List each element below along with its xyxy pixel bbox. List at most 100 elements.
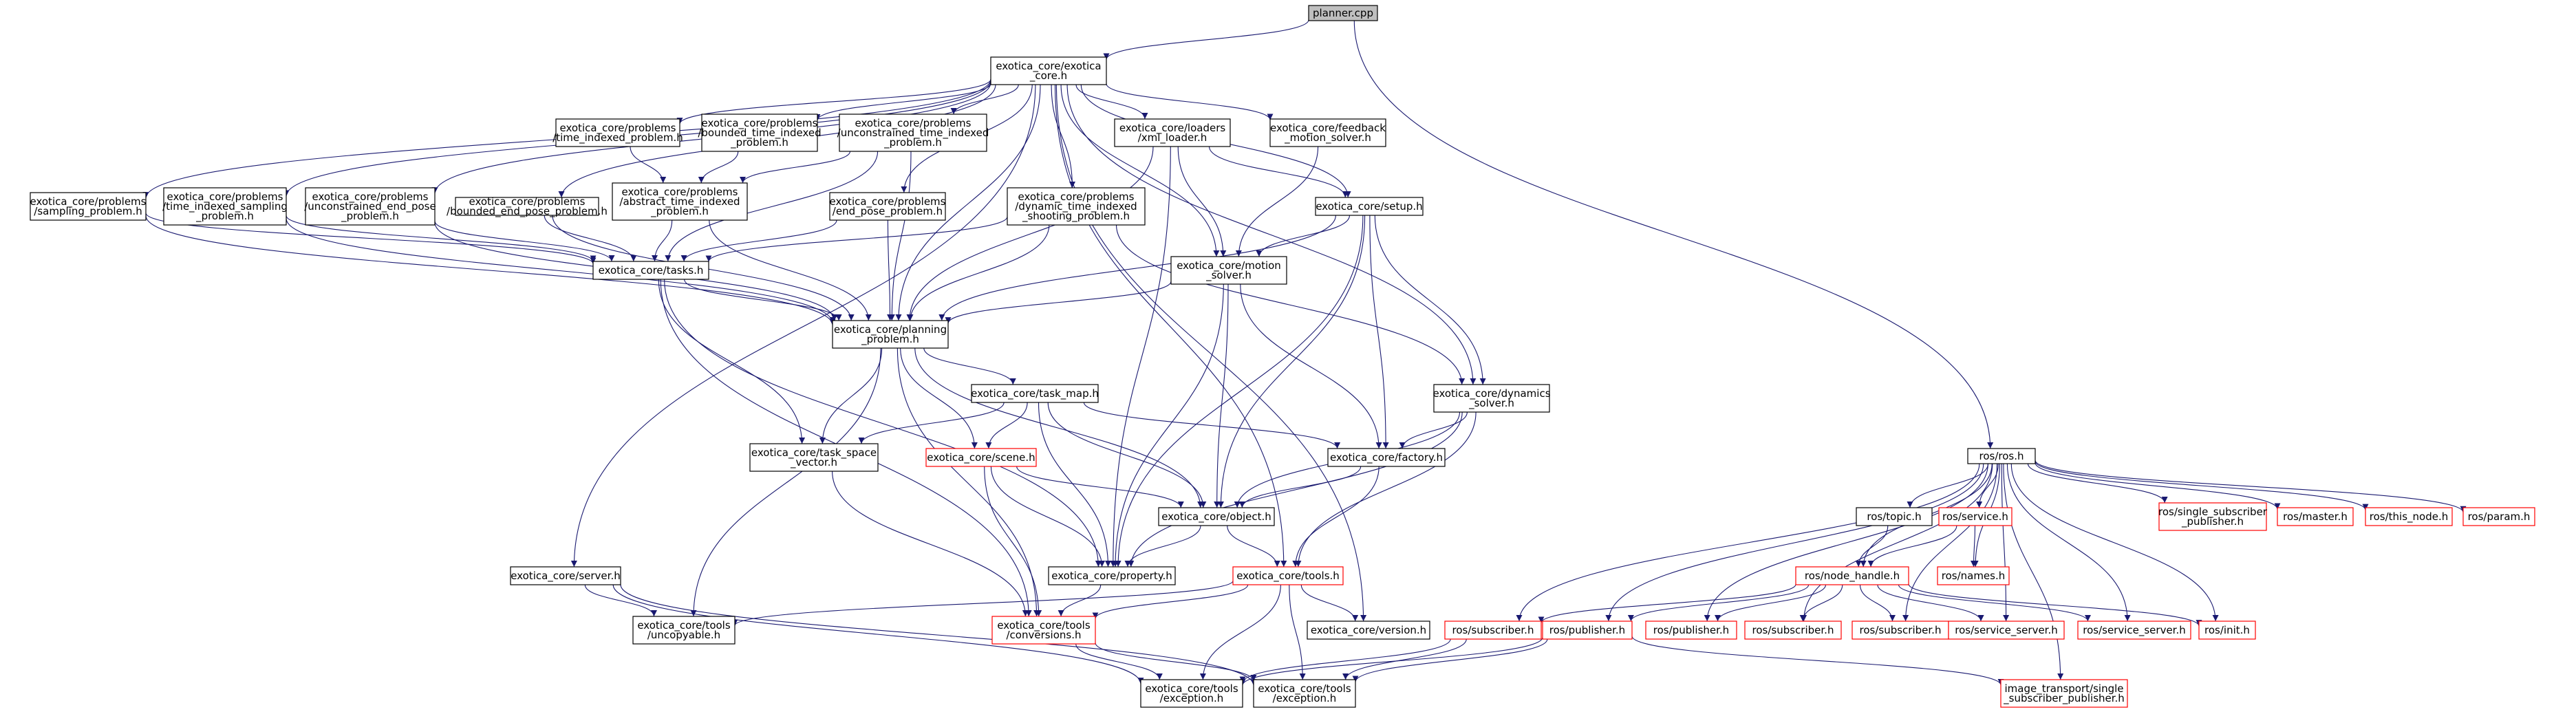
edge-core-to-ms — [1060, 84, 1220, 257]
node-label: ros/subscriber.h — [1752, 624, 1834, 636]
node-box — [612, 182, 748, 221]
node-ssp[interactable]: ros/single_subscriber_publisher.h — [2158, 502, 2268, 531]
node-conv[interactable]: exotica_core/tools/conversions.h — [991, 616, 1096, 645]
node-ss1[interactable]: ros/service_server.h — [1948, 621, 2065, 640]
node-ss2[interactable]: ros/service_server.h — [2077, 621, 2191, 640]
node-atip[interactable]: exotica_core/problems/abstract_time_inde… — [612, 182, 748, 221]
edge-ep-to-pp — [887, 219, 894, 321]
node-label: exotica_core/tasks.h — [599, 264, 704, 277]
node-version[interactable]: exotica_core/version.h — [1307, 621, 1430, 640]
node-tools[interactable]: exotica_core/tools.h — [1232, 566, 1344, 585]
edge-server-to-exc2 — [620, 584, 1257, 686]
node-label: exotica_core/motion — [1177, 259, 1281, 272]
node-xml[interactable]: exotica_core/loaders/xml_loader.h — [1114, 118, 1231, 147]
node-property[interactable]: exotica_core/property.h — [1048, 566, 1176, 585]
node-object[interactable]: exotica_core/object.h — [1158, 507, 1275, 526]
node-param[interactable]: ros/param.h — [2462, 507, 2535, 526]
edge-rosh-to-itssp — [2003, 463, 2064, 680]
node-thisnode[interactable]: ros/this_node.h — [2365, 507, 2453, 526]
node-scene[interactable]: exotica_core/scene.h — [925, 448, 1037, 467]
edge-uep-to-tasks — [434, 221, 615, 262]
node-label: exotica_core/task_space — [751, 446, 877, 460]
node-master[interactable]: ros/master.h — [2277, 507, 2354, 526]
edge-xml-to-ms — [1177, 146, 1227, 257]
node-box — [2077, 621, 2191, 640]
node-core[interactable]: exotica_core/exotica_core.h — [990, 56, 1107, 85]
edge-core-to-server — [570, 84, 1036, 568]
node-exc2[interactable]: exotica_core/tools/exception.h — [1253, 679, 1356, 708]
node-fms[interactable]: exotica_core/feedback_motion_solver.h — [1269, 118, 1386, 147]
node-names[interactable]: ros/names.h — [1937, 566, 2010, 585]
edge-rosh-to-thisnode — [2035, 461, 2369, 510]
edge-nh-to-pub1 — [1627, 584, 1810, 622]
node-box — [1795, 566, 1909, 585]
node-label: _core.h — [1029, 69, 1067, 83]
node-itssp[interactable]: image_transport/single_subscriber_publis… — [2000, 679, 2128, 708]
edge-planner-to-core — [1103, 19, 1309, 60]
node-rosh[interactable]: ros/ros.h — [1967, 448, 2036, 464]
node-planner[interactable]: planner.cpp — [1308, 5, 1378, 21]
node-label: exotica_core/tools — [997, 619, 1090, 632]
node-pp[interactable]: exotica_core/planning_problem.h — [832, 320, 949, 349]
node-label: exotica_core/tools — [1258, 682, 1351, 695]
edge-pub1-to-itssp — [1631, 636, 2004, 685]
node-sub1[interactable]: ros/subscriber.h — [1444, 621, 1542, 640]
node-label: /bounded_end_pose_problem.h — [447, 205, 608, 218]
node-setup[interactable]: exotica_core/setup.h — [1315, 197, 1424, 216]
node-uncopy[interactable]: exotica_core/tools/uncopyable.h — [632, 616, 736, 645]
edge-ms-to-pp — [945, 281, 1172, 324]
edge-rosh-to-topic — [1907, 463, 1989, 508]
node-box — [2198, 621, 2256, 640]
node-label: ros/init.h — [2204, 624, 2250, 636]
node-bep[interactable]: exotica_core/problems/bounded_end_pose_p… — [447, 195, 608, 218]
node-label: ros/single_subscriber — [2158, 506, 2268, 519]
node-label: exotica_core/problems — [855, 117, 972, 130]
node-label: _problem.h — [650, 205, 709, 218]
edge-nh-to-init — [1908, 583, 2202, 627]
edge-tm-to-factory — [1083, 402, 1341, 449]
node-box — [510, 566, 621, 585]
node-tisp[interactable]: exotica_core/problems/time_indexed_sampl… — [162, 187, 288, 226]
node-exc1[interactable]: exotica_core/tools/exception.h — [1140, 679, 1243, 708]
node-tsv[interactable]: exotica_core/task_space_vector.h — [749, 443, 879, 472]
edge-rosh-to-sub1 — [1516, 463, 1980, 622]
node-ep[interactable]: exotica_core/problems/end_pose_problem.h — [829, 192, 946, 221]
node-nh[interactable]: ros/node_handle.h — [1795, 566, 1909, 585]
node-init[interactable]: ros/init.h — [2198, 621, 2256, 640]
edge-topic-to-nh — [1855, 525, 1889, 568]
edge-object-to-property — [1124, 525, 1201, 568]
edge-setup-to-ds — [1374, 215, 1486, 385]
node-tasks[interactable]: exotica_core/tasks.h — [592, 261, 709, 280]
node-sub3[interactable]: ros/subscriber.h — [1852, 621, 1949, 640]
node-box — [1937, 566, 2010, 585]
node-sub2[interactable]: ros/subscriber.h — [1744, 621, 1842, 640]
node-btip[interactable]: exotica_core/problems/bounded_time_index… — [698, 114, 822, 152]
node-factory[interactable]: exotica_core/factory.h — [1327, 448, 1446, 467]
node-label: exotica_core/object.h — [1161, 510, 1271, 524]
node-ds[interactable]: exotica_core/dynamics_solver.h — [1432, 384, 1551, 413]
node-uep[interactable]: exotica_core/problems/unconstrained_end_… — [304, 187, 436, 226]
node-topic[interactable]: ros/topic.h — [1856, 507, 1933, 526]
node-service[interactable]: ros/service.h — [1938, 507, 2012, 526]
node-ms[interactable]: exotica_core/motion_solver.h — [1170, 256, 1287, 285]
edge-tm-to-scene — [985, 402, 1028, 449]
node-box — [990, 56, 1107, 85]
node-label: ros/topic.h — [1867, 510, 1921, 523]
edge-object-to-tools — [1227, 525, 1280, 568]
edge-scene-to-property — [990, 466, 1106, 568]
node-pub2[interactable]: ros/publisher.h — [1645, 621, 1737, 640]
node-label: _publisher.h — [2181, 515, 2244, 528]
edge-setup-to-ms — [1256, 215, 1351, 257]
edge-rosh-to-service — [1976, 463, 1999, 508]
node-tip[interactable]: exotica_core/problems/time_indexed_probl… — [552, 118, 683, 147]
node-server[interactable]: exotica_core/server.h — [510, 566, 621, 585]
node-utip[interactable]: exotica_core/problems/unconstrained_time… — [837, 114, 989, 152]
node-sp[interactable]: exotica_core/problems/sampling_problem.h — [30, 192, 147, 221]
node-label: exotica_core/setup.h — [1316, 200, 1422, 213]
node-box — [1140, 679, 1243, 708]
node-dtisp[interactable]: exotica_core/problems/dynamic_time_index… — [1007, 187, 1146, 226]
node-tm[interactable]: exotica_core/task_map.h — [971, 384, 1099, 403]
node-pub1[interactable]: ros/publisher.h — [1542, 621, 1633, 640]
edge-rosh-to-sub2 — [1801, 463, 1993, 622]
